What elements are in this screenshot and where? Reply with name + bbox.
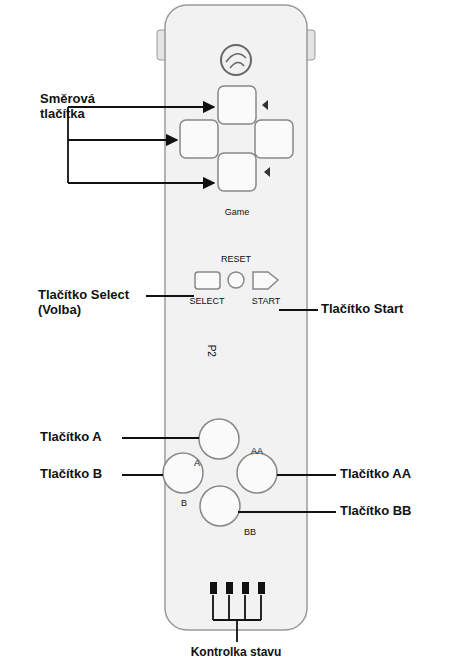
callout-label: Tlačítko Select (Volba)	[38, 288, 144, 318]
logo	[226, 54, 246, 68]
callout-label: Tlačítko A	[40, 430, 102, 445]
callout-label: Tlačítko BB	[340, 504, 412, 519]
start-button	[253, 272, 278, 289]
direction-pad	[180, 86, 293, 191]
status-led	[210, 582, 265, 594]
callout-label: Směrová tlačítka	[40, 92, 120, 122]
button-caption: AA	[251, 446, 263, 456]
button-caption: SELECT	[189, 296, 224, 306]
leader-line	[68, 107, 336, 642]
callout-label: Kontrolka stavu	[191, 646, 282, 660]
button-caption: RESET	[221, 254, 251, 264]
action-button	[163, 419, 277, 526]
callout-label: Tlačítko Start	[321, 302, 403, 317]
reset-button	[228, 272, 244, 288]
controller-body	[165, 5, 307, 630]
button-caption: P2	[205, 345, 217, 357]
button-caption: START	[252, 296, 281, 306]
direction-mark	[262, 100, 268, 110]
logo	[221, 45, 251, 75]
button-caption: Game	[225, 207, 250, 217]
button-caption: B	[181, 498, 187, 508]
select-button	[195, 272, 220, 289]
direction-mark	[264, 167, 270, 177]
callout-label: Tlačítko AA	[340, 467, 411, 482]
button-caption: BB	[244, 527, 256, 537]
button-caption: A	[194, 458, 200, 468]
callout-label: Tlačítko B	[40, 467, 102, 482]
